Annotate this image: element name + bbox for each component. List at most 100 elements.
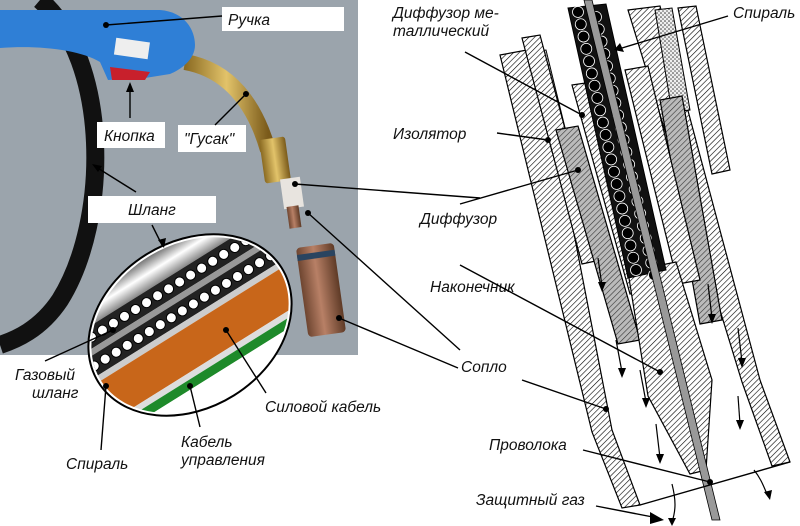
- label-metal-diffuser-2: таллический: [393, 23, 489, 40]
- coil-ring: [176, 305, 188, 317]
- label-wire: Проволока: [489, 437, 567, 454]
- label-power-cable: Силовой кабель: [265, 399, 381, 416]
- label-box-handle: [222, 7, 344, 31]
- connector-nozzle: [338, 317, 459, 369]
- insulator-right: [654, 7, 691, 113]
- label-gas-hose-2: шланг: [32, 385, 79, 402]
- label-control-cable-1: Кабель: [181, 434, 232, 451]
- label-spiral-photo: Спираль: [66, 456, 128, 473]
- spiral-ball: [594, 104, 606, 117]
- spiral-ball: [608, 165, 620, 178]
- label-handle: Ручка: [228, 12, 270, 29]
- coil-ring: [118, 310, 130, 322]
- spiral-ball: [577, 30, 590, 43]
- nozzle-part: [296, 243, 346, 337]
- spiral-ball: [627, 251, 640, 264]
- spiral-ball: [574, 18, 587, 31]
- arrow-icon: [92, 164, 102, 172]
- coil-ring: [121, 339, 133, 351]
- coil-ring: [143, 326, 155, 338]
- spiral-ball: [596, 116, 609, 129]
- coil-ring: [99, 353, 111, 365]
- diffuser-part: [280, 176, 304, 210]
- metal-diffuser-right: [624, 65, 701, 285]
- spiral-ball: [588, 79, 601, 92]
- label-gas-hose-1: Газовый: [15, 367, 75, 384]
- coil-ring: [229, 242, 241, 254]
- arrow-icon: [650, 512, 664, 524]
- torch-cross-section: [499, 0, 791, 526]
- coil-ring: [141, 297, 153, 309]
- spiral-ball: [621, 227, 634, 240]
- gooseneck-tube: [183, 54, 276, 153]
- label-box-hose: [88, 196, 216, 223]
- label-button: Кнопка: [104, 128, 155, 145]
- coil-ring: [254, 257, 266, 269]
- label-diffuser: Диффузор: [418, 211, 497, 228]
- arrow-icon: [126, 82, 134, 92]
- label-box-gooseneck: [178, 125, 246, 152]
- connector-diffuser: [294, 183, 481, 199]
- nozzle-exit-line: [639, 461, 791, 506]
- label-metal-diffuser-1: Диффузор ме-: [391, 5, 499, 22]
- coil-ring: [207, 255, 219, 267]
- coil-ring: [152, 290, 164, 302]
- label-insulator: Изолятор: [393, 126, 467, 143]
- spiral-ball: [583, 55, 595, 68]
- spiral-ball: [572, 6, 584, 18]
- coil-ring: [107, 317, 119, 329]
- coil-ring: [77, 367, 89, 379]
- body-right: [677, 5, 731, 175]
- coil-ring: [185, 269, 197, 281]
- coil-ring: [154, 319, 166, 331]
- arrow-icon: [158, 238, 166, 248]
- spiral-ball: [605, 153, 618, 166]
- spiral-ball: [613, 190, 626, 203]
- coil-ring: [163, 283, 175, 295]
- spiral-ball: [580, 42, 593, 55]
- coil-ring: [130, 304, 142, 316]
- trigger: [110, 67, 150, 80]
- coil-ring: [110, 346, 122, 358]
- gas-flow-arrowheads: [598, 282, 772, 526]
- label-nozzle: Сопло: [461, 359, 507, 376]
- contact-tip-part: [286, 205, 302, 229]
- spiral-ball: [624, 239, 637, 252]
- nozzle-band: [296, 249, 336, 261]
- spiral-ball: [630, 264, 642, 276]
- coil-ring: [187, 298, 199, 310]
- handle-sticker: [113, 37, 150, 60]
- label-shielding-gas: Защитный газ: [476, 492, 585, 509]
- gooseneck-nut: [259, 136, 291, 184]
- connector-tip: [307, 212, 461, 351]
- label-gooseneck: "Гусак": [184, 131, 236, 148]
- label-hose: Шланг: [128, 202, 176, 219]
- coil-ring: [174, 276, 186, 288]
- label-control-cable-2: управления: [180, 452, 265, 469]
- spiral-ball: [585, 67, 598, 80]
- spiral-ball: [602, 141, 615, 154]
- welding-wire: [583, 0, 721, 521]
- spiral-ball: [591, 92, 604, 104]
- coil-ring: [165, 312, 177, 324]
- spiral-ball: [616, 202, 629, 215]
- coil-ring: [209, 284, 221, 296]
- arrow-icon: [614, 43, 624, 52]
- label-box-button: [97, 122, 165, 148]
- spiral-ball: [610, 178, 623, 190]
- spiral-ball: [599, 128, 612, 141]
- coil-ring: [198, 291, 210, 303]
- coil-ring: [132, 332, 144, 344]
- coil-ring: [96, 324, 108, 336]
- spiral-ball: [619, 214, 631, 227]
- coil-ring: [243, 264, 255, 276]
- control-cable-layer: [112, 295, 322, 436]
- coil-ring: [196, 262, 208, 274]
- coil-ring: [231, 270, 243, 282]
- power-cable-layer: [88, 256, 322, 423]
- label-spiral-section: Спираль: [733, 5, 795, 22]
- coil-ring: [220, 277, 232, 289]
- torch-handle: [0, 10, 195, 80]
- hose-coil: [0, 0, 105, 354]
